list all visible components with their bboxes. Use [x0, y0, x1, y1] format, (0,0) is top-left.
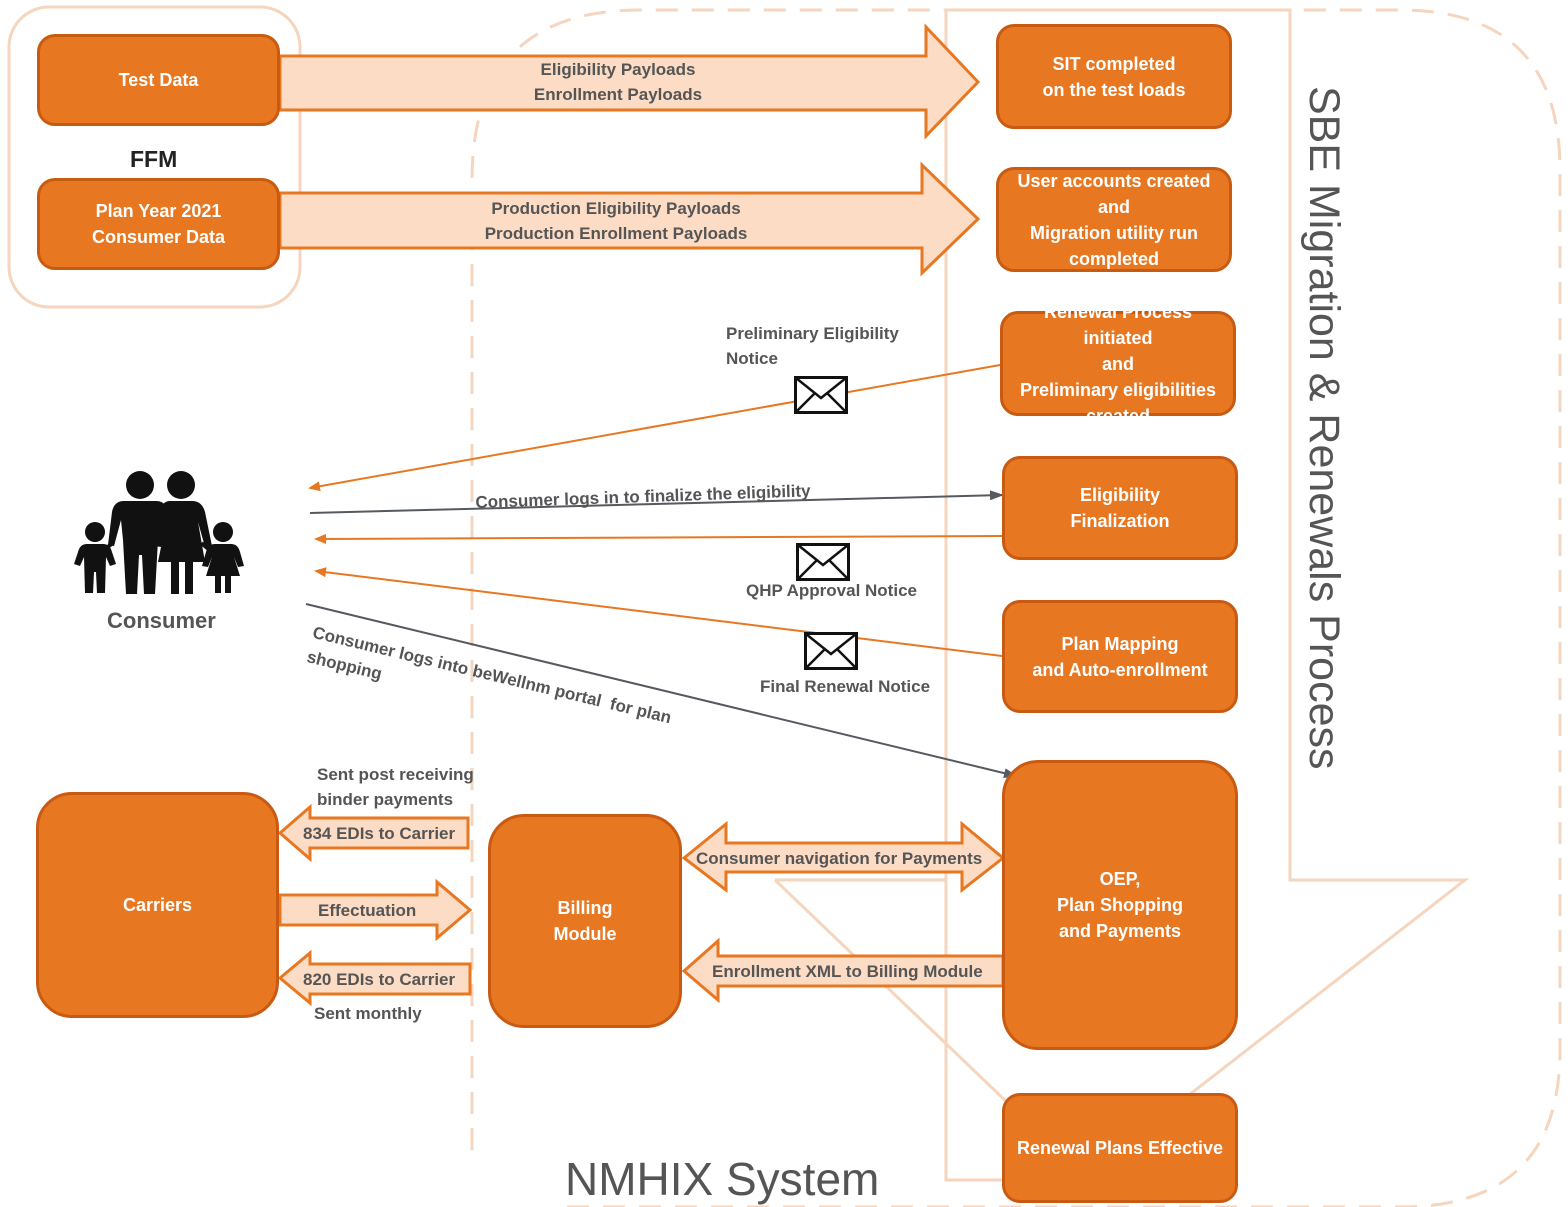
edi-834-label: 834 EDIs to Carrier	[303, 824, 456, 843]
eligibility-finalization-text: Eligibility Finalization	[1070, 485, 1170, 531]
plan-year-box: Plan Year 2021 Consumer Data	[37, 178, 280, 270]
eligibility-finalization-box: Eligibility Finalization	[1002, 456, 1238, 560]
preliminary-notice-line	[308, 364, 1001, 492]
portal-login-line	[305, 603, 1018, 779]
family-icon	[74, 471, 244, 594]
envelope-icon	[796, 543, 850, 581]
plan-mapping-box: Plan Mapping and Auto-enrollment	[1002, 600, 1238, 713]
plan-mapping-text: Plan Mapping and Auto-enrollment	[1032, 633, 1208, 680]
billing-module-text: Billing Module	[553, 898, 617, 944]
enrollment-xml-label: Enrollment XML to Billing Module	[712, 962, 983, 981]
test-data-box: Test Data	[37, 34, 280, 126]
eligibility-payloads-arrow	[278, 23, 981, 140]
final-notice-label: Final Renewal Notice	[760, 677, 931, 696]
consumer-label: Consumer	[107, 608, 216, 633]
renewal-effective-text: Renewal Plans Effective	[1016, 1138, 1224, 1158]
envelope-icon	[794, 376, 848, 414]
consumer-nav-label: Consumer navigation for Payments	[696, 849, 983, 868]
renewal-process-text: Renewal Process initiated and Preliminar…	[1019, 301, 1217, 426]
sit-text: SIT completed on the test loads	[1042, 53, 1186, 100]
ffm-region	[7, 5, 302, 309]
sent-post-label: Sent post receiving binder payments	[317, 765, 474, 809]
effectuation-label: Effectuation	[318, 901, 417, 920]
carriers-text: Carriers	[122, 895, 193, 915]
nmhix-label: NMHIX System	[565, 1153, 880, 1205]
sit-box: SIT completed on the test loads	[996, 24, 1232, 129]
preliminary-notice-label: Preliminary Eligibility Notice	[726, 324, 899, 368]
user-accounts-box: User accounts created and Migration util…	[996, 167, 1232, 272]
oep-text: OEP, Plan Shopping and Payments	[1057, 869, 1183, 941]
qhp-notice-line	[314, 533, 1003, 544]
production-payloads-label: Production Eligibility Payloads Producti…	[484, 199, 748, 243]
test-data-text: Test Data	[118, 70, 199, 90]
sent-monthly-label: Sent monthly	[314, 1004, 422, 1023]
renewal-effective-box: Renewal Plans Effective	[1002, 1093, 1238, 1203]
production-payloads-arrow	[278, 161, 981, 277]
ffm-label: FFM	[130, 146, 178, 172]
sbe-callout	[944, 8, 1470, 1182]
oep-box: OEP, Plan Shopping and Payments	[1002, 760, 1238, 1050]
eligibility-payloads-label: Eligibility Payloads Enrollment Payloads	[533, 60, 703, 104]
carriers-box: Carriers	[36, 792, 279, 1018]
qhp-notice-label: QHP Approval Notice	[746, 581, 917, 600]
plan-year-text: Plan Year 2021 Consumer Data	[91, 201, 226, 247]
envelope-icon	[804, 632, 858, 670]
user-accounts-text: User accounts created and Migration util…	[1017, 170, 1211, 269]
edi-820-arrow	[277, 949, 472, 1007]
billing-module-box: Billing Module	[488, 814, 682, 1028]
effectuation-arrow	[278, 878, 473, 942]
renewal-process-box: Renewal Process initiated and Preliminar…	[1000, 302, 1236, 426]
final-notice-line	[314, 567, 1003, 657]
consumer-login-line	[309, 490, 1004, 514]
sbe-process-label: SBE Migration & Renewals Process	[1300, 86, 1348, 770]
edi-834-arrow	[277, 803, 470, 863]
edi-820-label: 820 EDIs to Carrier	[303, 970, 456, 989]
